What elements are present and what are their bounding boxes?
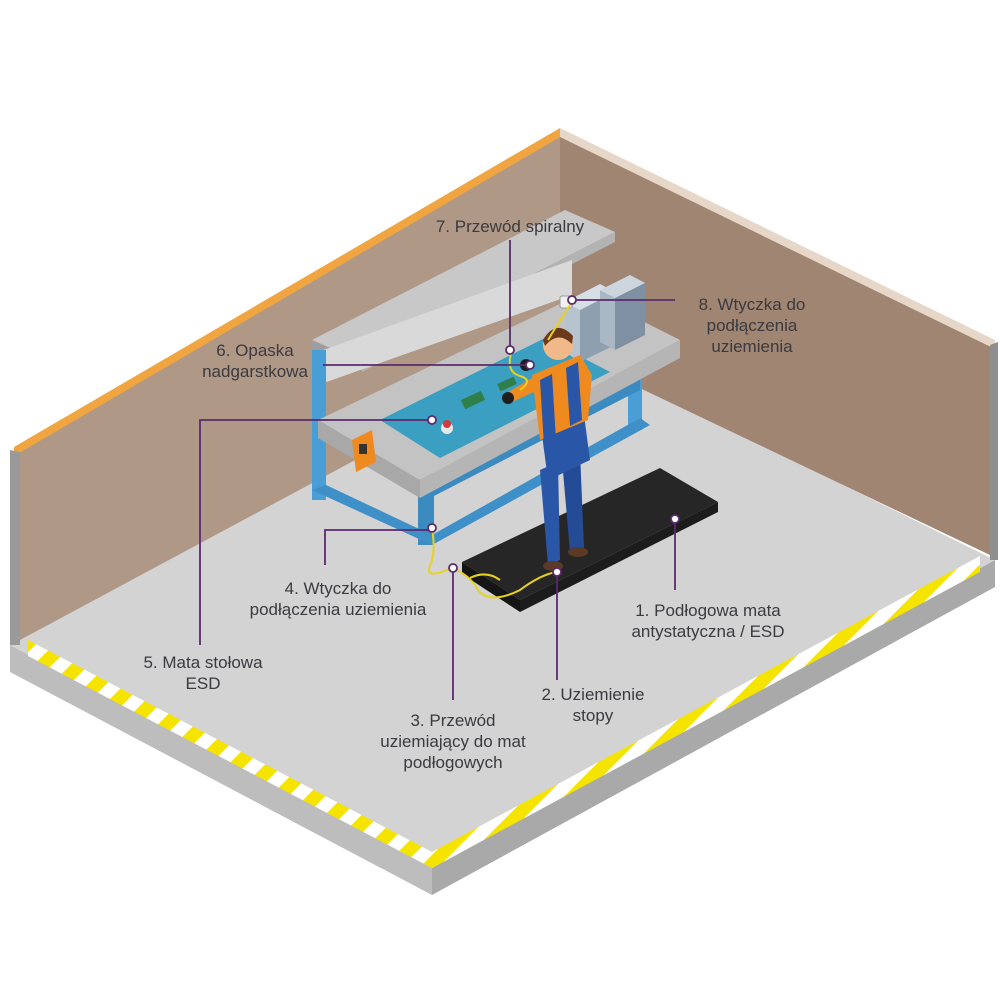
label-coil-cord: 7. Przewód spiralny	[435, 217, 585, 236]
callout-dot-3	[448, 563, 458, 573]
floor	[10, 345, 995, 868]
back-left-wall	[20, 135, 560, 640]
callout-dot-4	[427, 523, 437, 533]
label-wrist-strap: 6. Opaska nadgarstkowa	[202, 341, 308, 381]
upper-shelf	[312, 210, 615, 362]
label-ground-plug-bench: 4. Wtyczka do podłączenia uziemienia	[249, 579, 427, 619]
callout-lines	[199, 240, 676, 700]
floor-slab-right-face	[432, 560, 995, 895]
callout-dot-6	[525, 360, 535, 370]
wall-top-edge-left	[14, 128, 560, 456]
callout-dot-1	[670, 514, 680, 524]
wall-top-edge-right	[560, 128, 995, 349]
callout-dot-2	[552, 567, 562, 577]
callout-dot-7	[505, 345, 515, 355]
hazard-tape-left	[28, 640, 432, 868]
label-foot-ground: 2. Uziemienie stopy	[541, 685, 645, 725]
callout-line-5	[199, 419, 432, 645]
label-floor-mat: 1. Podłogowa mata antystatyczna / ESD	[631, 601, 785, 641]
floor-slab-left-face	[10, 645, 432, 895]
ground-cords	[428, 301, 573, 599]
worker	[502, 327, 592, 571]
callout-dot-8	[567, 295, 577, 305]
callout-dot-5	[427, 415, 437, 425]
wall-end-left	[10, 450, 20, 645]
callout-line-4	[324, 529, 432, 565]
label-ground-plug-wall: 8. Wtyczka do podłączenia uziemienia	[698, 295, 806, 356]
back-right-wall	[560, 135, 990, 555]
equipment-boxes	[565, 275, 645, 362]
hazard-tape-right	[432, 556, 980, 868]
callout-dots	[427, 295, 680, 577]
shelf-back-panel	[318, 260, 572, 385]
room	[10, 128, 998, 895]
label-table-mat: 5. Mata stołowa ESD	[143, 653, 263, 693]
label-floor-ground-cord: 3. Przewód uziemiający do mat podłogowyc…	[380, 711, 526, 772]
wall-end-right	[990, 342, 998, 560]
